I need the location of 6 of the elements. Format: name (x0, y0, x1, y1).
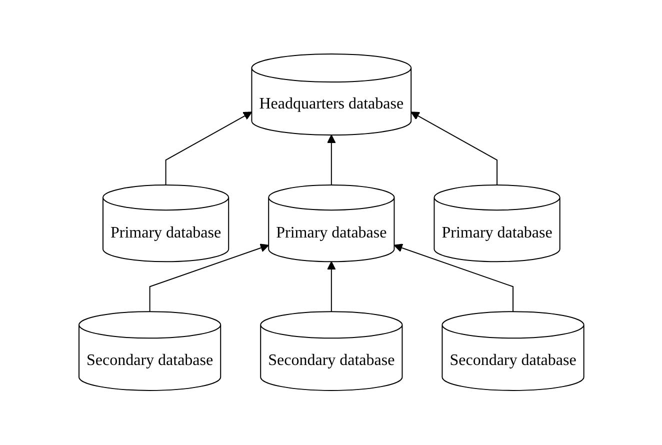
arrow (326, 134, 336, 186)
arrow (393, 244, 514, 312)
arrow (410, 112, 498, 186)
arrow (326, 261, 336, 312)
arrow (148, 244, 269, 312)
arrow (164, 112, 252, 186)
